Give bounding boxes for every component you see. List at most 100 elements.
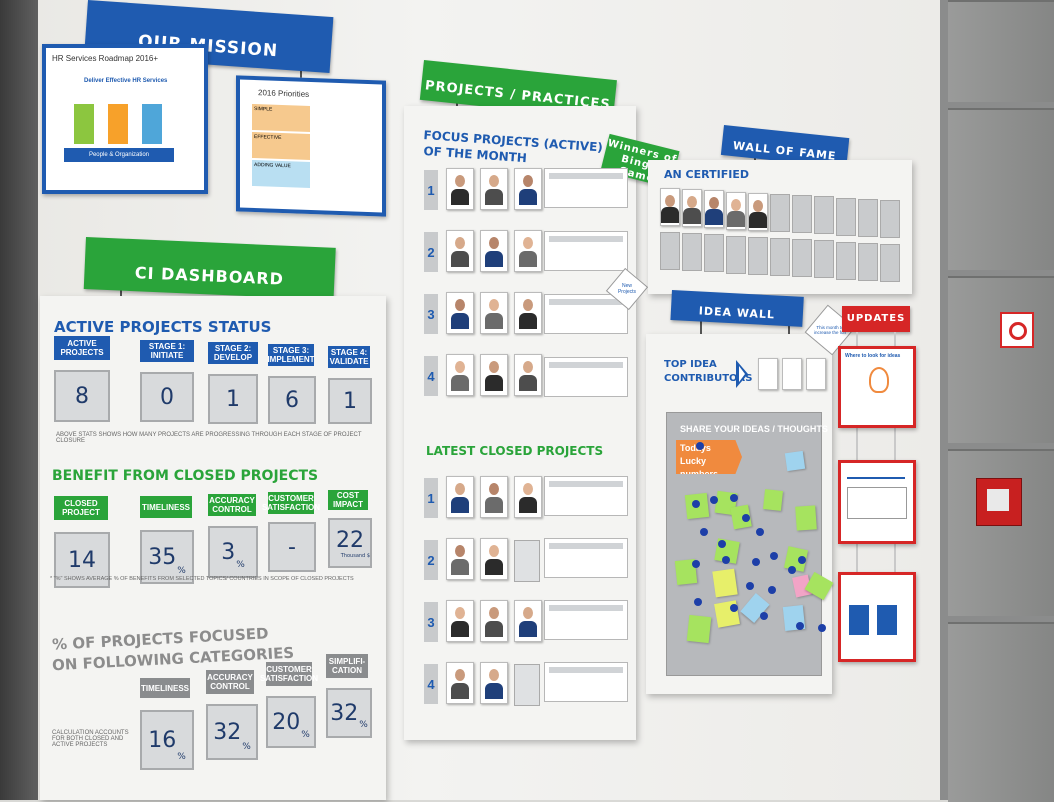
contributors-title: TOP IDEA CONTRIBUTORS	[664, 359, 753, 384]
poster-figure	[849, 605, 869, 635]
contributor-photo	[806, 358, 826, 390]
roadmap-poster[interactable]: HR Services Roadmap 2016+ Deliver Effect…	[42, 44, 208, 194]
fame-slot	[682, 233, 702, 272]
face	[489, 545, 499, 557]
update-poster[interactable]	[838, 572, 916, 662]
magnet-icon	[696, 442, 704, 450]
project-card[interactable]	[544, 662, 628, 702]
roadmap-title: HR Services Roadmap 2016+	[52, 54, 159, 63]
row-number: 1	[424, 478, 438, 518]
sticky-note[interactable]	[784, 450, 806, 472]
face	[523, 237, 533, 249]
shirt	[519, 313, 537, 329]
shirt	[451, 189, 469, 205]
update-poster[interactable]: Where to look for ideas	[838, 346, 916, 428]
sticky-note[interactable]	[795, 505, 817, 531]
face	[489, 299, 499, 311]
magnet-icon	[694, 598, 702, 606]
benefit-value: 3%	[208, 526, 258, 578]
fame-slot	[748, 236, 768, 275]
project-card[interactable]	[544, 476, 628, 516]
shirt	[519, 375, 537, 391]
category-value: 32%	[326, 688, 372, 738]
pillar-effective	[108, 104, 128, 144]
project-card[interactable]	[544, 600, 628, 640]
category-value: 20%	[266, 696, 316, 748]
row-number: 2	[424, 232, 438, 272]
stage-count: 6	[268, 376, 316, 424]
sticky-note[interactable]	[712, 568, 738, 598]
fire-alarm-icon[interactable]	[976, 478, 1022, 526]
face	[523, 299, 533, 311]
fame-slot	[858, 242, 878, 281]
person-photo	[514, 476, 542, 518]
fame-slot	[792, 195, 812, 234]
fame-slot	[880, 200, 900, 238]
face	[731, 198, 741, 211]
empty-photo-slot	[514, 540, 540, 582]
contributor-photo	[782, 358, 802, 390]
face	[455, 237, 465, 249]
fame-slot	[704, 234, 724, 273]
card-header	[549, 481, 623, 487]
magnet-icon	[722, 556, 730, 564]
magnet-icon	[798, 556, 806, 564]
stage-count: 1	[328, 378, 372, 424]
shirt	[485, 559, 503, 575]
magnet-icon	[796, 622, 804, 630]
face	[523, 483, 533, 495]
face	[665, 195, 675, 207]
face	[489, 237, 499, 249]
card-header	[549, 605, 623, 611]
fame-slot	[814, 240, 834, 279]
card-header	[549, 362, 623, 368]
update-poster[interactable]	[838, 460, 916, 544]
active-projects-title: ACTIVE PROJECTS STATUS	[54, 318, 272, 336]
person-photo	[514, 292, 542, 334]
person-photo	[446, 168, 474, 210]
magnet-icon	[730, 604, 738, 612]
benefit-label: ACCURACY CONTROL	[208, 494, 256, 516]
magnet-icon	[692, 560, 700, 568]
face	[455, 299, 465, 311]
face	[455, 175, 465, 187]
project-card[interactable]	[544, 294, 628, 334]
project-card[interactable]	[544, 357, 628, 397]
shirt	[451, 683, 469, 699]
face	[687, 196, 697, 209]
stage-label: STAGE 4: VALIDATE	[328, 346, 370, 368]
shirt	[451, 375, 469, 391]
ci-dashboard-banner: CI DASHBOARD	[83, 237, 336, 300]
text-box	[847, 487, 907, 519]
card-header	[549, 236, 623, 242]
project-card[interactable]	[544, 538, 628, 578]
category-label: TIMELINESS	[140, 678, 190, 698]
benefit-label: TIMELINESS	[140, 496, 192, 518]
face	[455, 607, 465, 619]
magnet-icon	[760, 612, 768, 620]
magnet-icon	[718, 540, 726, 548]
magnet-icon	[770, 552, 778, 560]
row-number: 2	[424, 540, 438, 580]
magnet-icon	[746, 582, 754, 590]
closed-count: 14	[54, 532, 110, 588]
stage-label: ACTIVE PROJECTS	[54, 336, 110, 360]
shirt	[519, 621, 537, 637]
category-label: SIMPLIFI-CATION	[326, 654, 368, 678]
shirt	[485, 251, 503, 267]
person-photo	[682, 189, 702, 228]
priorities-poster[interactable]: 2016 Priorities SIMPLE EFFECTIVE ADDING …	[236, 75, 386, 217]
shirt	[519, 189, 537, 205]
face	[455, 669, 465, 681]
sticky-note[interactable]	[763, 489, 783, 511]
wall-tile	[948, 622, 1054, 802]
person-photo	[514, 230, 542, 272]
project-card[interactable]	[544, 231, 628, 271]
sticky-note[interactable]	[686, 614, 712, 644]
face	[455, 361, 465, 373]
row-number: 3	[424, 602, 438, 642]
project-card[interactable]	[544, 168, 628, 208]
shirt	[451, 251, 469, 267]
updates-banner: UPDATES	[842, 306, 910, 332]
